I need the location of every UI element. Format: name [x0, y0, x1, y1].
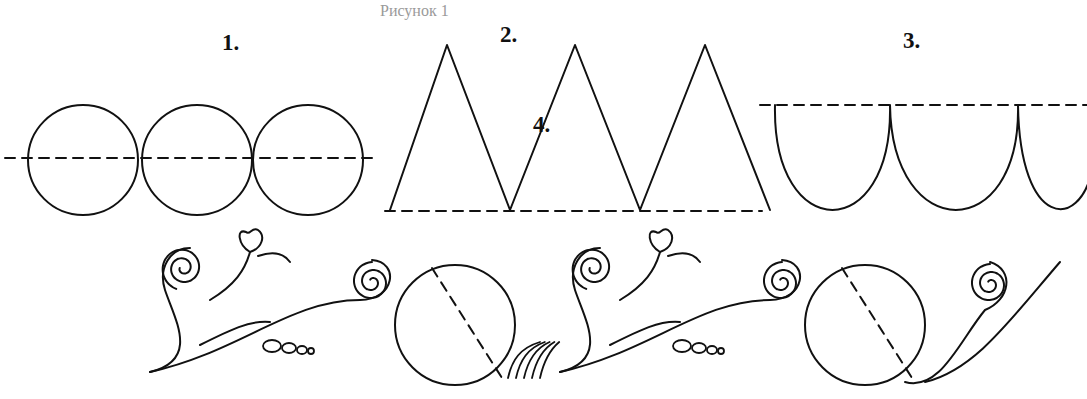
leaf-curl	[200, 322, 270, 345]
circle-motif	[28, 105, 138, 215]
circle-motif	[253, 105, 363, 215]
spiral-scroll	[354, 262, 386, 298]
figure-title: Рисунок 1	[380, 2, 449, 20]
figure-number: 2.	[500, 22, 517, 48]
axis-line	[5, 157, 372, 159]
axis-line	[760, 104, 1087, 106]
axis-line	[385, 210, 762, 212]
main-sweep	[150, 260, 390, 372]
bead-oval	[718, 348, 724, 354]
scroll-stem	[560, 248, 600, 372]
leaf-curl	[610, 322, 680, 345]
diagonal-line	[842, 268, 912, 378]
spiral-scroll	[972, 264, 1004, 300]
tail-line	[925, 262, 1060, 382]
bead-oval	[673, 340, 691, 352]
circle-motif	[395, 265, 515, 385]
bead-oval	[692, 343, 706, 353]
spiral-scroll	[764, 262, 796, 298]
bead-oval	[308, 348, 314, 354]
bead-oval	[282, 343, 296, 353]
main-sweep	[905, 262, 1006, 383]
bead-oval	[707, 346, 717, 354]
main-sweep	[560, 260, 800, 372]
fringe-stroke	[540, 342, 559, 378]
circle-motif	[142, 105, 252, 215]
circle-motif	[805, 265, 925, 385]
bud-stem	[620, 252, 660, 300]
bud-stem	[210, 252, 250, 300]
spiral-scroll	[573, 250, 609, 289]
spiral-scroll	[163, 250, 199, 289]
scroll-stem	[150, 248, 190, 372]
fringe-stroke	[532, 342, 554, 378]
triangle-motif	[390, 45, 770, 210]
bead-oval	[297, 346, 307, 354]
figure-number: 4.	[533, 112, 550, 138]
flower-bud	[650, 229, 673, 252]
leaf-curl	[668, 253, 700, 262]
flower-bud	[240, 229, 263, 252]
leaf-curl	[258, 253, 290, 262]
figure-number: 3.	[903, 28, 920, 54]
scallop-motif	[775, 105, 1087, 210]
figure-number: 1.	[222, 30, 239, 56]
diagonal-line	[432, 268, 502, 378]
bead-oval	[263, 340, 281, 352]
